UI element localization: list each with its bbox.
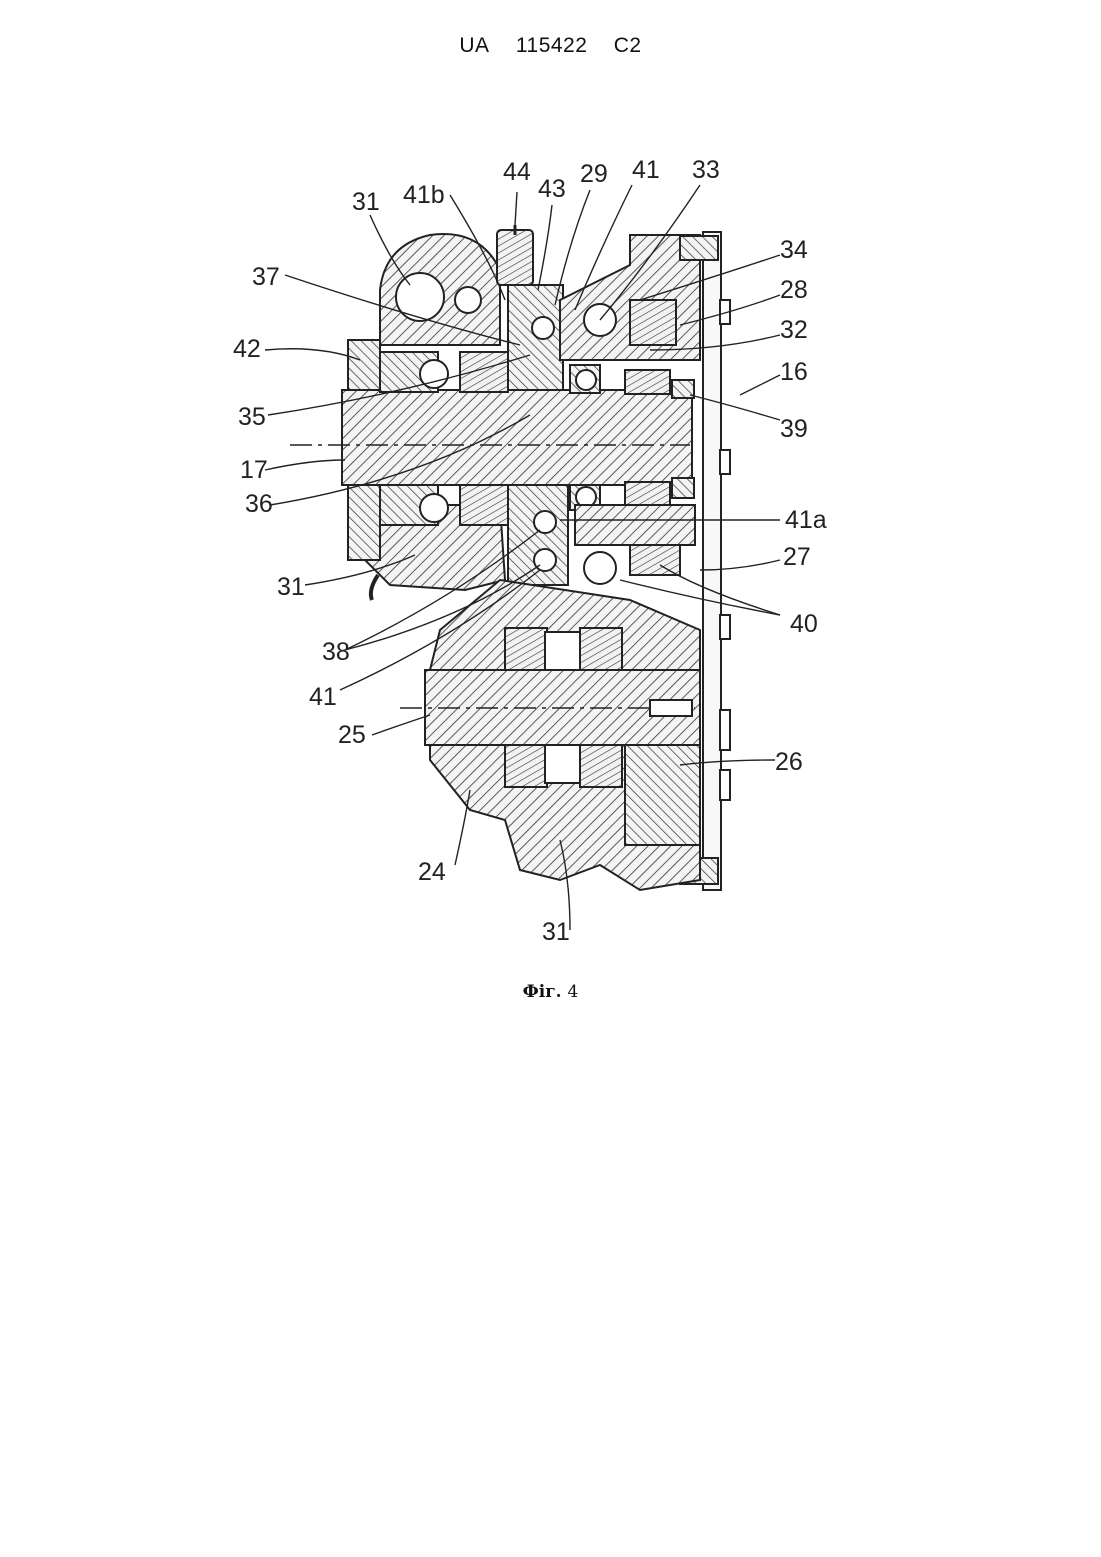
- gear-26: [625, 745, 700, 845]
- input-shaft: [290, 390, 692, 485]
- label-40: 40: [790, 610, 818, 638]
- label-29: 29: [580, 160, 608, 188]
- label-43: 43: [538, 175, 566, 203]
- label-31-mid: 31: [277, 573, 305, 601]
- mechanical-cross-section-drawing: 44 43 29 41 33 31 41b 34 37 28 42 32 16 …: [0, 0, 1101, 1000]
- label-33: 33: [692, 156, 720, 184]
- label-27: 27: [783, 543, 811, 571]
- label-42: 42: [233, 335, 261, 363]
- label-38: 38: [322, 638, 350, 666]
- label-44: 44: [503, 158, 531, 186]
- label-39: 39: [780, 415, 808, 443]
- label-36: 36: [245, 490, 273, 518]
- label-41-top: 41: [632, 156, 660, 184]
- label-41b: 41b: [403, 181, 445, 209]
- label-32: 32: [780, 316, 808, 344]
- label-24: 24: [418, 858, 446, 886]
- label-37: 37: [252, 263, 280, 291]
- caption-prefix: Фіг.: [523, 982, 562, 1002]
- label-31-top: 31: [352, 188, 380, 216]
- label-25: 25: [338, 721, 366, 749]
- figure-caption: Фіг. 4: [0, 982, 1101, 1002]
- label-35: 35: [238, 403, 266, 431]
- caption-number: 4: [568, 982, 579, 1002]
- label-31-bot: 31: [542, 918, 570, 946]
- label-17: 17: [240, 456, 268, 484]
- label-41-low: 41: [309, 683, 337, 711]
- label-34: 34: [780, 236, 808, 264]
- actuator-pin: [497, 225, 533, 285]
- label-41a: 41a: [785, 506, 827, 534]
- label-26: 26: [775, 748, 803, 776]
- label-16: 16: [780, 358, 808, 386]
- label-28: 28: [780, 276, 808, 304]
